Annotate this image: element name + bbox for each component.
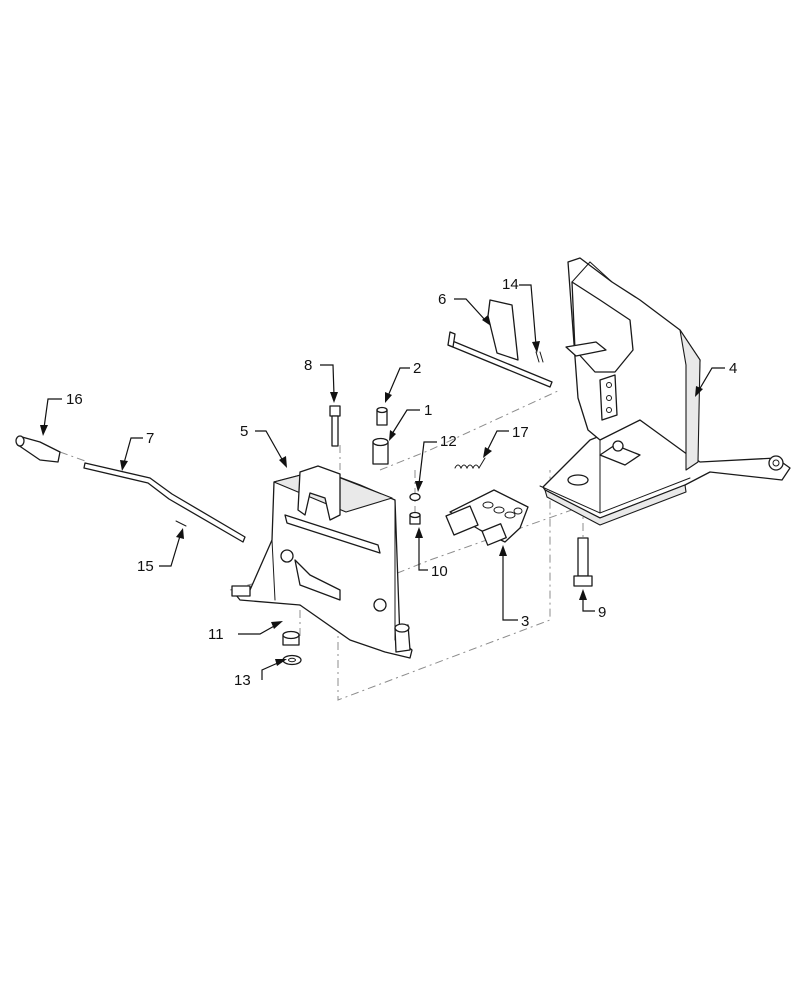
part-nut-10 bbox=[409, 511, 421, 525]
callout-11: 11 bbox=[208, 621, 283, 643]
callout-5: 5 bbox=[240, 423, 287, 468]
callout-17: 17 bbox=[483, 424, 529, 458]
callout-10: 10 bbox=[415, 527, 448, 580]
callout-label-2: 2 bbox=[413, 360, 421, 377]
callout-3: 3 bbox=[499, 545, 529, 630]
callout-9: 9 bbox=[579, 589, 606, 621]
callout-label-10: 10 bbox=[431, 563, 448, 580]
part-base-bracket bbox=[231, 465, 413, 659]
part-lever-plate bbox=[447, 299, 553, 388]
part-nut-12 bbox=[409, 492, 421, 502]
part-bushing-1 bbox=[372, 437, 389, 465]
callout-4: 4 bbox=[695, 360, 737, 397]
callout-label-16: 16 bbox=[66, 391, 83, 408]
callout-label-4: 4 bbox=[729, 360, 737, 377]
part-latch-plate bbox=[445, 489, 529, 546]
callout-label-7: 7 bbox=[146, 430, 154, 447]
callout-label-17: 17 bbox=[512, 424, 529, 441]
part-pin-14 bbox=[535, 351, 544, 363]
callout-15: 15 bbox=[137, 528, 184, 575]
callout-label-1: 1 bbox=[424, 402, 432, 419]
part-spring-17 bbox=[454, 457, 486, 470]
callout-label-15: 15 bbox=[137, 558, 154, 575]
callout-2: 2 bbox=[385, 360, 421, 403]
callout-13: 13 bbox=[234, 659, 287, 689]
callout-8: 8 bbox=[304, 357, 338, 403]
callout-label-8: 8 bbox=[304, 357, 312, 374]
callout-label-14: 14 bbox=[502, 276, 519, 293]
callout-6: 6 bbox=[438, 291, 491, 326]
callout-16: 16 bbox=[40, 391, 83, 436]
callout-12: 12 bbox=[415, 433, 457, 492]
part-main-frame bbox=[539, 257, 791, 526]
callout-label-6: 6 bbox=[438, 291, 446, 308]
callout-label-12: 12 bbox=[440, 433, 457, 450]
part-knob bbox=[15, 435, 61, 463]
callout-label-3: 3 bbox=[521, 613, 529, 630]
part-bolt-8 bbox=[329, 405, 341, 447]
callout-7: 7 bbox=[120, 430, 154, 471]
part-sleeve-2 bbox=[376, 406, 388, 426]
part-washer-13 bbox=[282, 654, 302, 666]
callout-1: 1 bbox=[389, 402, 432, 441]
part-pin-15 bbox=[175, 520, 187, 527]
part-lever-rod bbox=[83, 462, 246, 543]
callout-14: 14 bbox=[502, 276, 540, 353]
part-nut-11 bbox=[282, 630, 300, 646]
callout-label-5: 5 bbox=[240, 423, 248, 440]
part-bolt-9 bbox=[573, 537, 593, 587]
callout-label-9: 9 bbox=[598, 604, 606, 621]
callout-label-13: 13 bbox=[234, 672, 251, 689]
callout-label-11: 11 bbox=[208, 626, 224, 643]
